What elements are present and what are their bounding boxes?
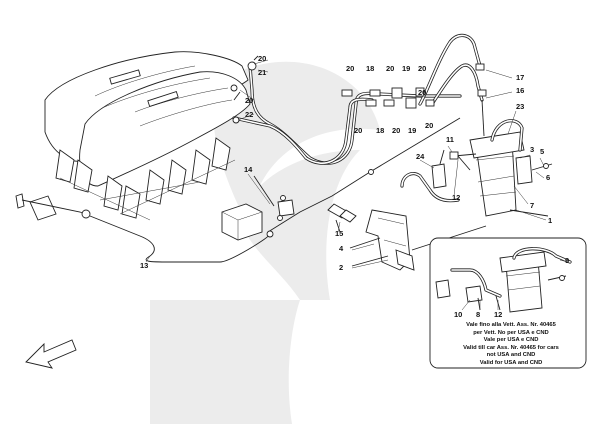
- callout-8: 8: [476, 310, 480, 319]
- inset-note-line-1: Vale fino alla Vett. Ass. Nr. 40465: [466, 322, 556, 328]
- callout-6: 6: [546, 173, 550, 182]
- callout-21: 21: [258, 68, 266, 77]
- bracket-2-4: [349, 209, 415, 271]
- callout-20h: 20: [425, 121, 433, 130]
- clamp-15: [327, 203, 357, 233]
- callout-20g: 20: [392, 126, 400, 135]
- callout-9: 9: [565, 256, 569, 265]
- harness-13: [15, 117, 461, 263]
- canister-assembly: [400, 119, 553, 251]
- inset-note-line-6: Valid for USA and CND: [479, 359, 543, 366]
- callout-18b: 18: [376, 126, 384, 135]
- callout-17: 17: [516, 73, 524, 82]
- callout-12b: 12: [494, 310, 502, 319]
- callout-5: 5: [540, 147, 544, 156]
- callout-11: 11: [446, 135, 454, 144]
- leader-lines: [145, 59, 569, 311]
- callout-20a: 20: [258, 54, 266, 63]
- inset-note-line-4: Valid till car Ass. Nr. 40465 for cars: [463, 344, 559, 351]
- inset-note-line-3: Vale per USA e CND: [483, 337, 539, 343]
- callout-14: 14: [244, 165, 253, 174]
- callout-15: 15: [335, 229, 343, 238]
- callout-3: 3: [530, 145, 534, 154]
- front-arrow-icon: [25, 339, 77, 369]
- inset-note-line-2: per Vett. No per USA e CND: [473, 329, 549, 336]
- callouts: 1 2 3 4 5 6 7 8 9 10 11 12 12 13 14 15 1…: [140, 54, 569, 319]
- callout-7: 7: [530, 201, 534, 210]
- callout-24: 24: [416, 152, 425, 161]
- callout-2: 2: [339, 263, 343, 272]
- callout-19a: 19: [402, 64, 410, 73]
- callout-20e: 20: [418, 64, 426, 73]
- callout-20d: 20: [386, 64, 394, 73]
- callout-20f: 20: [354, 126, 362, 135]
- intake-manifold: [44, 51, 251, 221]
- callout-1: 1: [548, 216, 552, 225]
- callout-20i: 20: [418, 88, 426, 97]
- inset-panel: [429, 237, 587, 369]
- callout-4: 4: [339, 244, 344, 253]
- callout-13: 13: [140, 261, 148, 270]
- callout-10: 10: [454, 310, 462, 319]
- bracket-14: [221, 175, 295, 241]
- callout-23: 23: [516, 102, 524, 111]
- callout-19b: 19: [408, 126, 416, 135]
- callout-22: 22: [245, 110, 253, 119]
- callout-20c: 20: [346, 64, 354, 73]
- callout-12a: 12: [452, 193, 460, 202]
- callout-18a: 18: [366, 64, 374, 73]
- callout-16: 16: [516, 86, 524, 95]
- callout-20b: 20: [245, 96, 253, 105]
- vapour-hoses: [230, 33, 487, 165]
- inset-note-line-5: not USA and CND: [486, 352, 536, 358]
